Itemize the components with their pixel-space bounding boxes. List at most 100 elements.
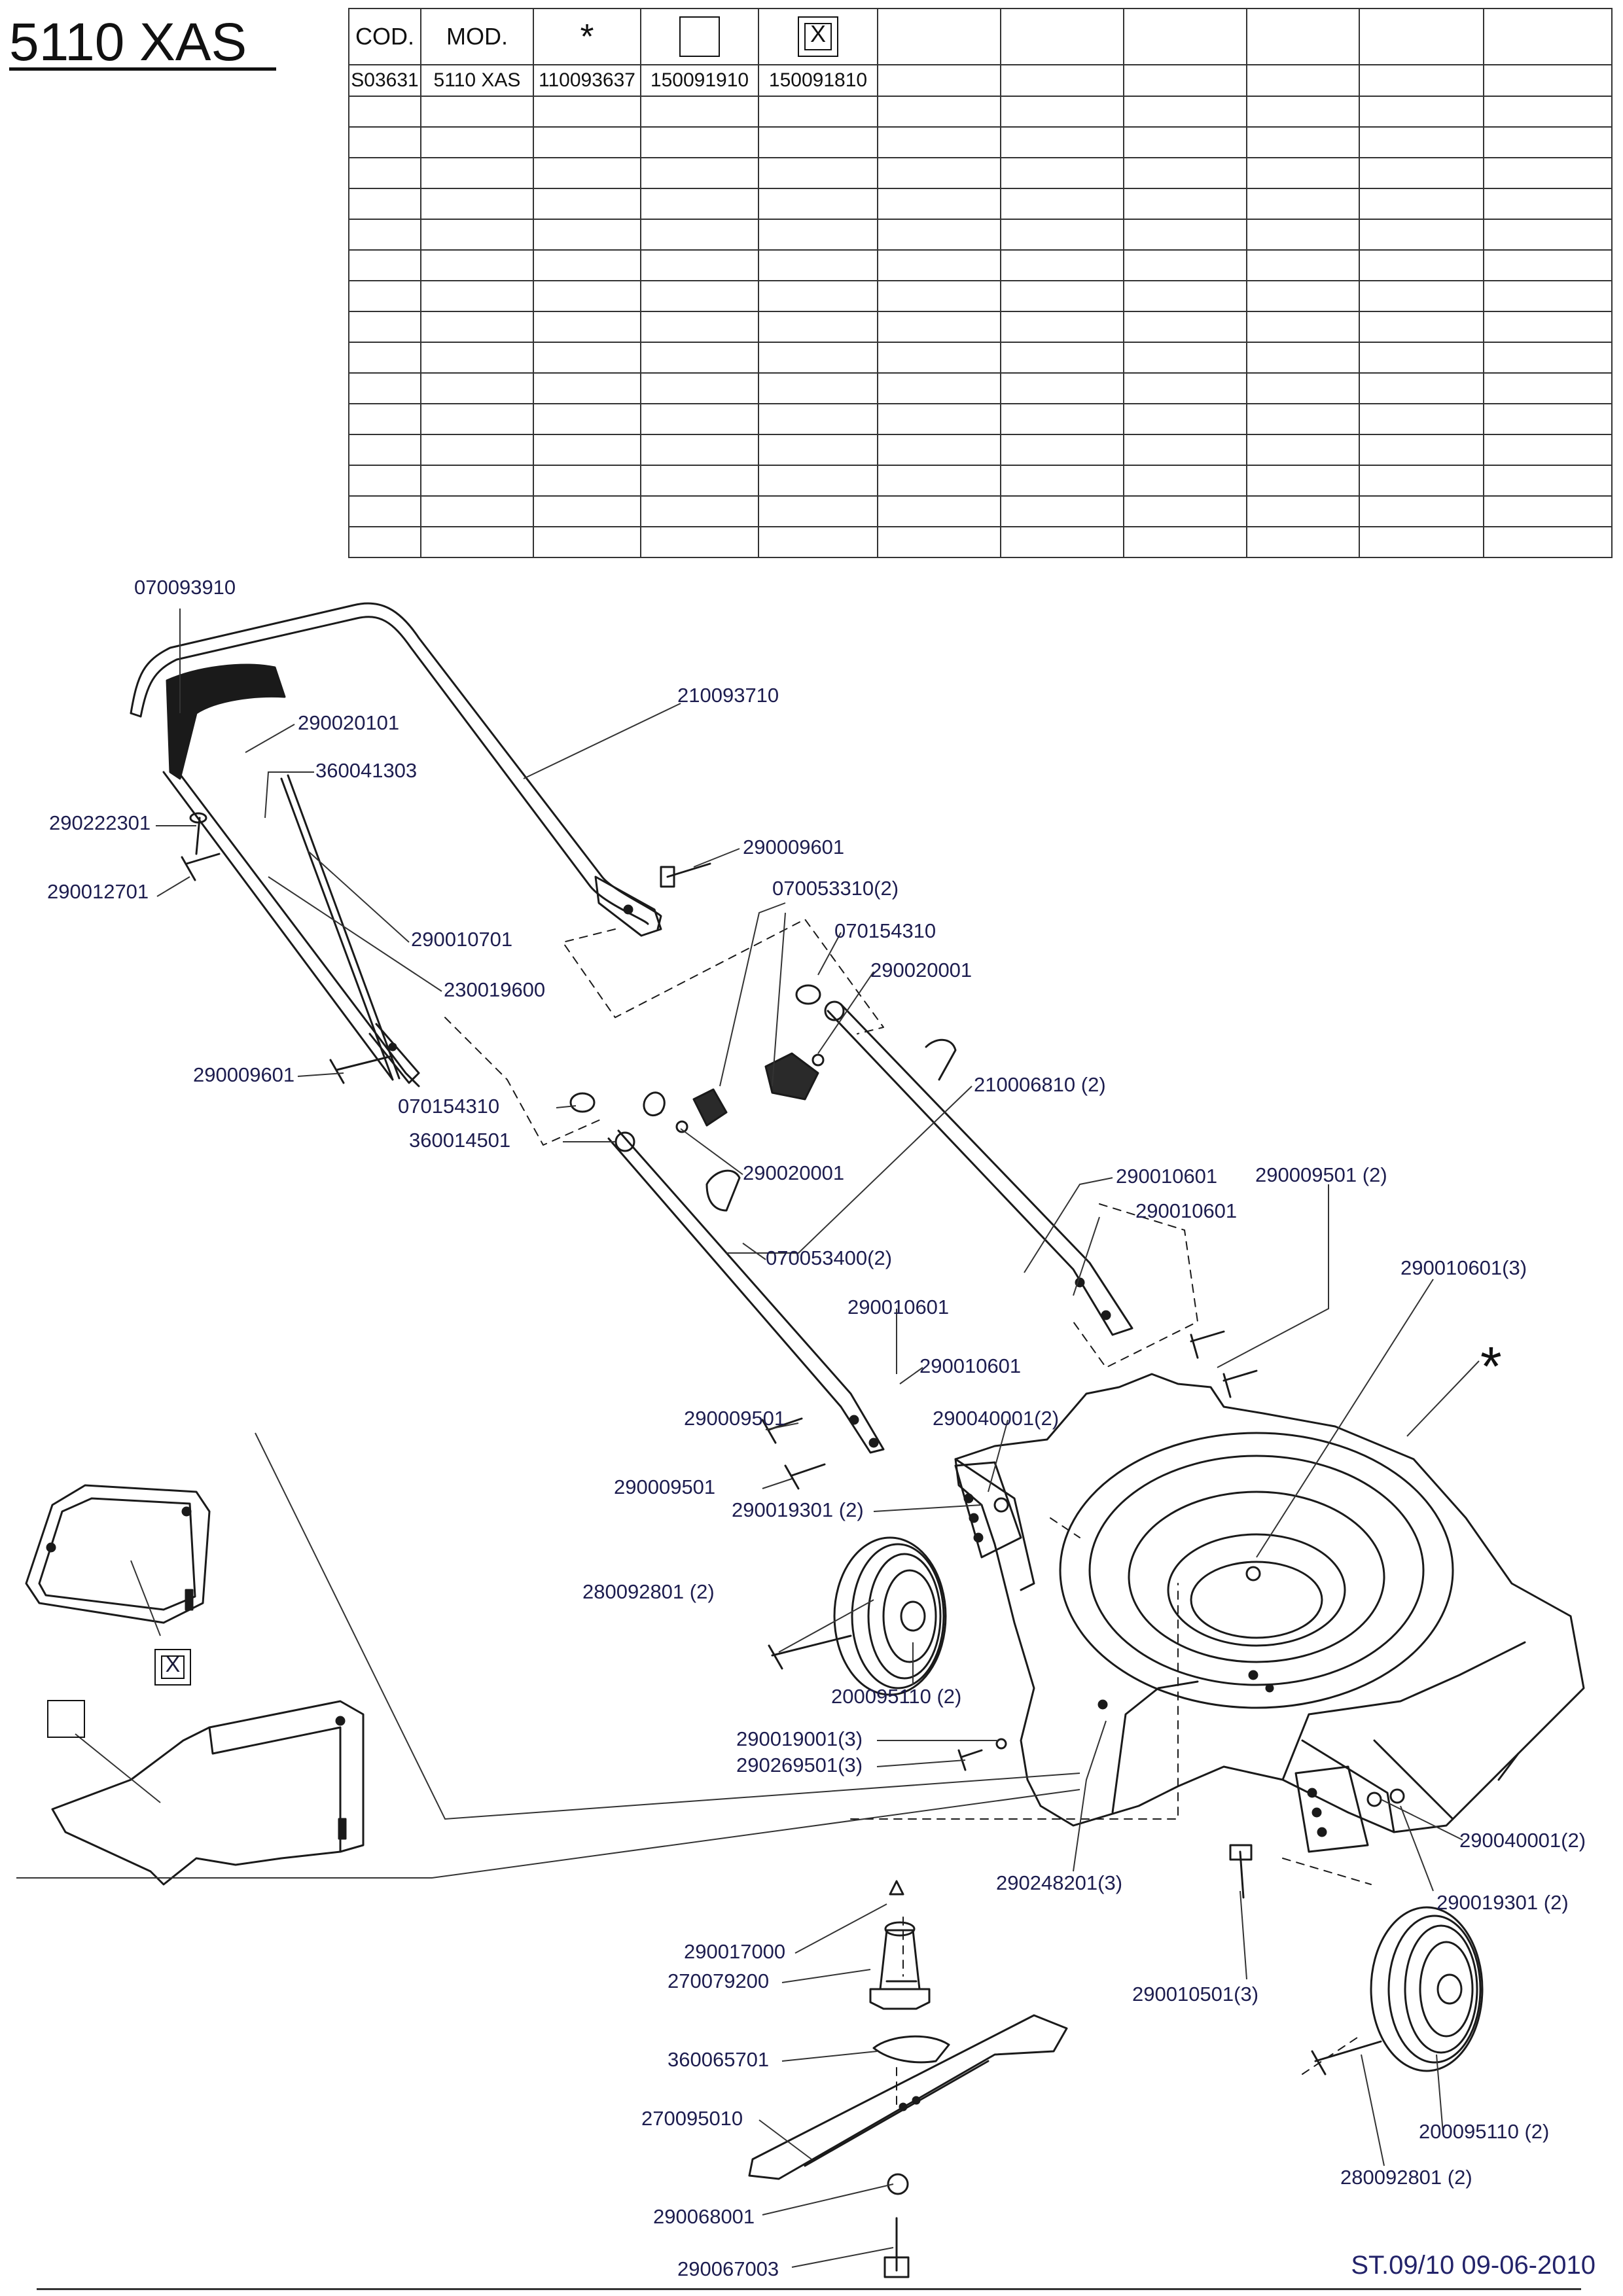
- table-cell: [640, 249, 759, 281]
- table-header-cell: X: [758, 8, 878, 65]
- table-cell: [1000, 434, 1124, 466]
- table-cell: [348, 96, 421, 128]
- table-cell: [1246, 249, 1360, 281]
- table-cell: [877, 64, 1001, 97]
- part-label: 290269501(3): [736, 1754, 863, 1776]
- table-header-cell: [1246, 8, 1360, 65]
- table-header-cell: *: [533, 8, 641, 65]
- bottom-rule: [37, 2288, 1581, 2290]
- table-cell: [1246, 280, 1360, 312]
- table-row: [348, 280, 1613, 312]
- table-row: [348, 249, 1613, 281]
- part-label: 270095010: [641, 2107, 743, 2130]
- table-row: [348, 434, 1613, 466]
- table-cell: [1246, 188, 1360, 220]
- deck-star-symbol: *: [1480, 1335, 1502, 1397]
- table-cell: [1359, 434, 1484, 466]
- part-label: 290012701: [47, 880, 149, 903]
- table-cell: [1123, 157, 1247, 189]
- table-row: [348, 526, 1613, 558]
- table-cell: 150091810: [758, 64, 878, 97]
- table-cell: [758, 465, 878, 497]
- table-header-cell: MOD.: [420, 8, 534, 65]
- table-cell: [758, 249, 878, 281]
- table-cell: [533, 526, 641, 558]
- table-cell: [758, 96, 878, 128]
- part-label: 070053400(2): [766, 1246, 893, 1269]
- table-cell: 5110 XAS: [420, 64, 534, 97]
- table-cell: [533, 495, 641, 527]
- part-label: 290019301 (2): [732, 1498, 864, 1521]
- table-cell: [1123, 249, 1247, 281]
- table-cell: [1246, 342, 1360, 374]
- table-cell: [877, 403, 1001, 435]
- table-cell: [1000, 64, 1124, 97]
- part-label: 290010601: [1135, 1199, 1238, 1222]
- table-cell: [1000, 372, 1124, 404]
- deflector-symbol-boxx: X: [154, 1649, 191, 1686]
- table-cell: [1000, 403, 1124, 435]
- table-cell: [1246, 64, 1360, 97]
- star-symbol: *: [580, 17, 594, 56]
- table-cell: [640, 280, 759, 312]
- part-label: 290009501: [614, 1475, 716, 1498]
- part-label: 290040001(2): [933, 1407, 1060, 1430]
- table-cell: [1000, 342, 1124, 374]
- table-cell: [420, 157, 534, 189]
- table-cell: [640, 372, 759, 404]
- table-cell: [1483, 403, 1613, 435]
- table-cell: [1123, 96, 1247, 128]
- table-cell: [533, 188, 641, 220]
- table-cell: [1359, 403, 1484, 435]
- table-row: [348, 188, 1613, 220]
- wheel-rear-drawing: [1311, 1906, 1484, 2075]
- table-cell: [533, 434, 641, 466]
- table-cell: [758, 280, 878, 312]
- table-cell: [1359, 495, 1484, 527]
- table-cell: [348, 526, 421, 558]
- part-label: 200095110 (2): [1419, 2120, 1550, 2143]
- table-cell: [1246, 495, 1360, 527]
- table-cell: [1483, 126, 1613, 158]
- table-row: [348, 311, 1613, 343]
- table-cell: [1123, 126, 1247, 158]
- table-cell: [1246, 465, 1360, 497]
- table-cell: [877, 311, 1001, 343]
- table-cell: [1246, 126, 1360, 158]
- table-cell: [533, 249, 641, 281]
- table-cell: [877, 372, 1001, 404]
- table-cell: [1123, 188, 1247, 220]
- table-header-cell: COD.: [348, 8, 421, 65]
- part-label: 290019001(3): [736, 1727, 863, 1750]
- table-cell: [533, 219, 641, 251]
- part-label: 230019600: [444, 978, 546, 1001]
- table-cell: [533, 280, 641, 312]
- part-label: 290010601: [847, 1296, 950, 1318]
- table-cell: [877, 342, 1001, 374]
- table-cell: [1123, 64, 1247, 97]
- part-label: 290010601: [919, 1354, 1022, 1377]
- table-cell: [420, 219, 534, 251]
- table-cell: [640, 96, 759, 128]
- table-cell: [1000, 495, 1124, 527]
- part-label: 290068001: [653, 2205, 755, 2228]
- boxx-symbol: X: [798, 16, 838, 57]
- upper-handle-drawing: [130, 602, 662, 1087]
- side-discharge-drawing: [51, 1700, 365, 1886]
- table-cell: [1123, 434, 1247, 466]
- table-cell: [348, 219, 421, 251]
- table-cell: [640, 403, 759, 435]
- table-cell: [533, 311, 641, 343]
- table-cell: [1000, 157, 1124, 189]
- table-cell: [1123, 403, 1247, 435]
- table-cell: [1123, 526, 1247, 558]
- table-cell: [640, 188, 759, 220]
- table-cell: [533, 157, 641, 189]
- table-cell: [533, 96, 641, 128]
- table-cell: [758, 219, 878, 251]
- part-label: 290020001: [870, 959, 972, 981]
- table-cell: [877, 157, 1001, 189]
- table-cell: [420, 403, 534, 435]
- table-cell: [533, 465, 641, 497]
